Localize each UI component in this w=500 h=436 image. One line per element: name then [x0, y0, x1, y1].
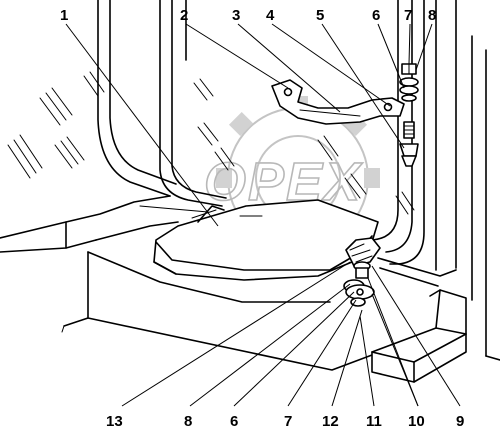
callout-4: 4	[266, 7, 275, 24]
leader-lines	[65, 23, 461, 407]
callout-7-bottom: 7	[284, 413, 292, 430]
window-glare-marks	[7, 71, 415, 215]
cab-frame	[0, 0, 500, 361]
fastener-stack	[399, 63, 419, 167]
callout-11: 11	[366, 413, 382, 430]
hinge-assembly	[343, 237, 381, 307]
callout-10: 10	[408, 413, 425, 430]
callout-8: 8	[428, 7, 436, 24]
callout-12: 12	[322, 413, 339, 430]
callout-3: 3	[232, 7, 240, 24]
callout-1: 1	[60, 7, 68, 24]
callouts-top: 1 2 3 4 5 6 7 8	[60, 7, 436, 24]
callout-6: 6	[372, 7, 380, 24]
callout-9: 9	[456, 413, 464, 430]
callout-7: 7	[404, 7, 412, 24]
callout-13: 13	[106, 413, 123, 430]
callout-5: 5	[316, 7, 324, 24]
callouts-bottom: 13 8 6 7 12 11 10 9	[106, 413, 464, 430]
seat-cushion	[139, 199, 379, 281]
callout-8-bottom: 8	[184, 413, 192, 430]
callout-6-bottom: 6	[230, 413, 238, 430]
strap	[271, 79, 405, 125]
callout-2: 2	[180, 7, 188, 24]
